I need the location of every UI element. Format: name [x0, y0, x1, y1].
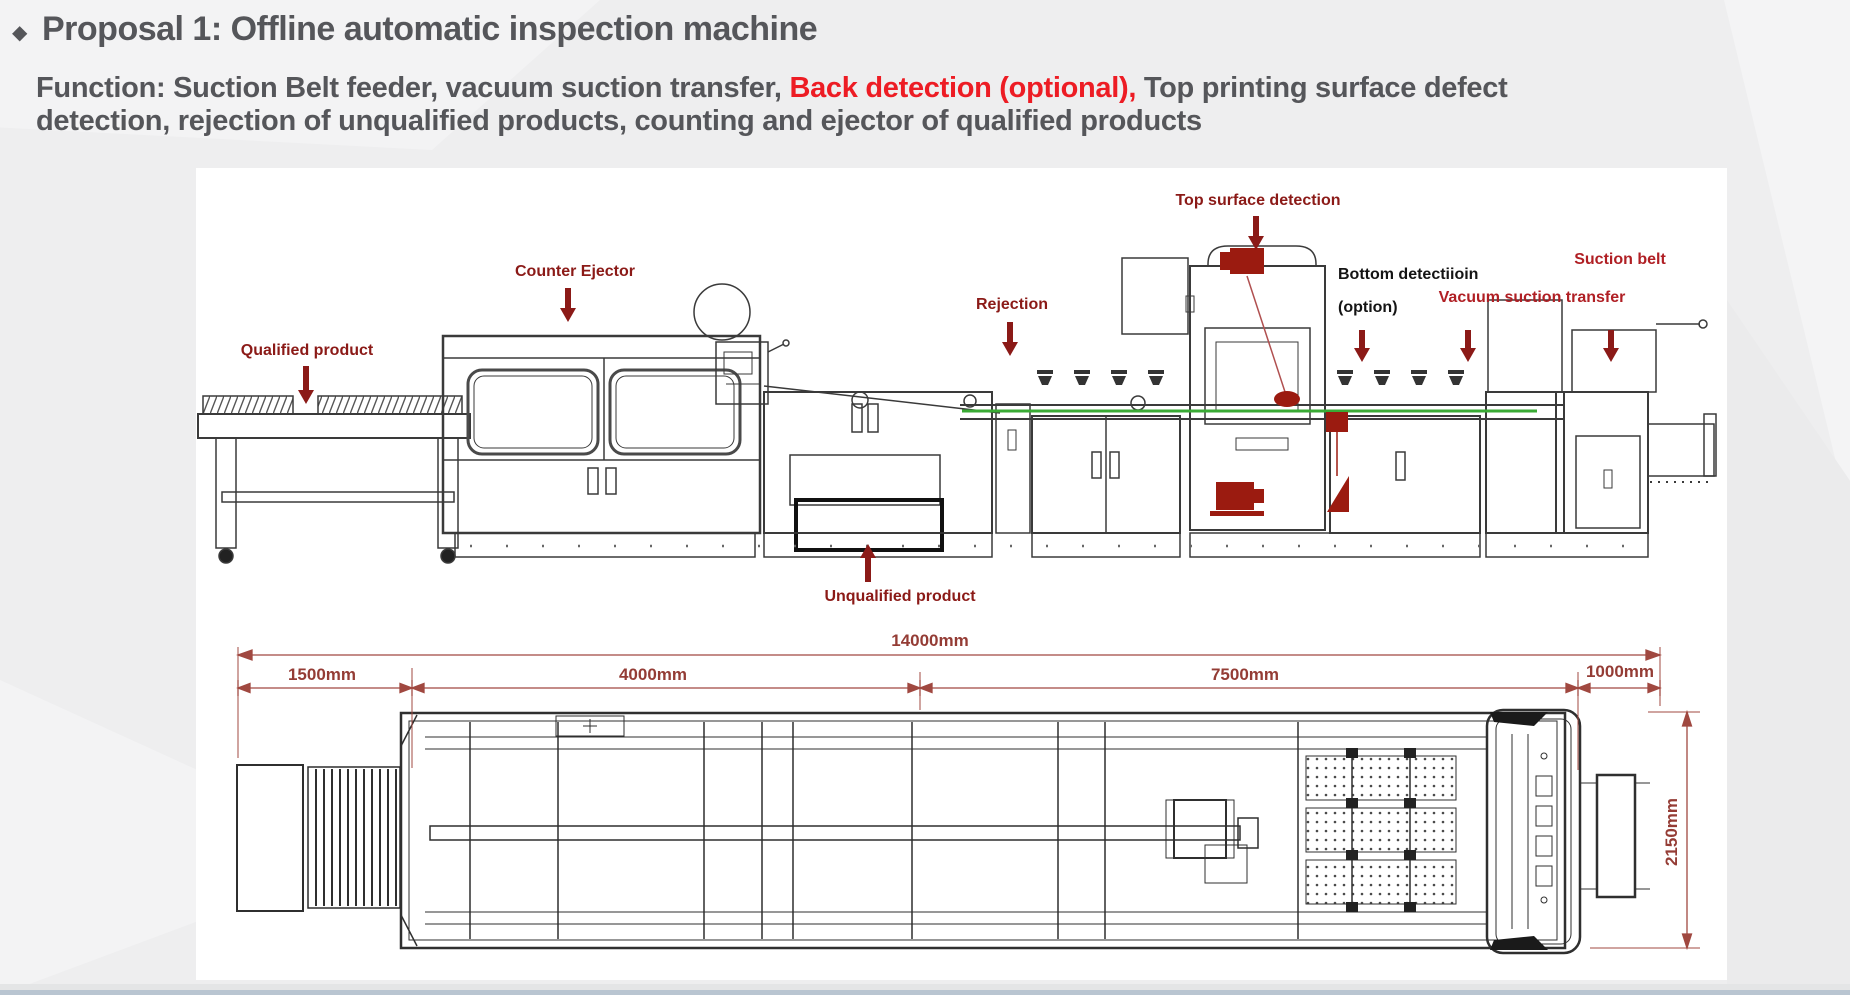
dimension-segment-1500: 1500mm: [287, 665, 357, 684]
plan-view: [236, 708, 1650, 955]
label-counter-ejector: Counter Ejector: [514, 263, 636, 280]
label-qualified-product: Qualified product: [240, 342, 374, 359]
function-rest: Top printing surface defect detection, r…: [36, 72, 1508, 137]
balloon-detail: [693, 283, 751, 341]
bullet-diamond-icon: ◆: [12, 22, 28, 44]
dimension-overall-width: 2150mm: [1662, 797, 1681, 867]
arrow-suction-belt: [1603, 330, 1619, 362]
plan-perforated-deck: [1305, 748, 1457, 912]
slide-bottom-bar: [0, 990, 1850, 995]
arrow-top-surface-detection: [1248, 216, 1264, 250]
vacuum-transfer-module: [1485, 299, 1565, 534]
label-vacuum-suction-transfer: Vacuum suction transfer: [1438, 289, 1626, 306]
label-bottom-detection: Bottom detectiioin: [1338, 266, 1479, 283]
counter-ejector-cabinet: [441, 283, 790, 535]
slide-bottom-divider: [0, 984, 1850, 990]
function-highlight-red: Back detection (optional),: [789, 72, 1137, 104]
side-view: [197, 216, 1717, 582]
label-suction-belt: Suction belt: [1574, 251, 1666, 268]
top-detection-tower: [1121, 245, 1326, 531]
width-dimension: [1590, 709, 1700, 951]
plan-main-frame: [399, 711, 1567, 950]
annotation-arrows: [298, 216, 1619, 582]
top-camera-icon: [1230, 248, 1264, 274]
function-description: Function: Suction Belt feeder, vacuum su…: [36, 72, 1548, 138]
arrow-qualified-product: [298, 366, 314, 404]
plan-outfeed-table: [236, 764, 304, 912]
function-prefix: Function: Suction Belt feeder, vacuum su…: [36, 72, 790, 104]
label-top-surface-detection: Top surface detection: [1175, 192, 1341, 209]
label-rejection: Rejection: [975, 296, 1049, 313]
wedge-detail: [1327, 476, 1349, 512]
arrow-vacuum-transfer: [1460, 330, 1476, 362]
dimension-segment-7500: 7500mm: [1210, 665, 1280, 684]
arrow-bottom-detection: [1354, 330, 1370, 362]
label-bottom-detection-option: (option): [1338, 299, 1398, 316]
camera-details: [1210, 248, 1349, 516]
dimension-total-length: 14000mm: [891, 631, 969, 650]
label-unqualified-product: Unqualified product: [824, 588, 976, 605]
suction-belt-feeder: [1555, 319, 1717, 534]
dimension-segment-1000: 1000mm: [1585, 662, 1655, 681]
dimension-lines: [236, 647, 1700, 951]
bottom-detection-module: [1329, 415, 1481, 534]
control-panel: [715, 341, 769, 405]
arrow-counter-ejector: [560, 288, 576, 322]
transfer-belt: [960, 370, 1565, 420]
arrow-unqualified-product: [860, 544, 876, 582]
bottom-camera-icon: [1216, 482, 1254, 510]
outfeed-conveyor: [197, 395, 471, 564]
mid-camera-icon: [1326, 412, 1348, 432]
machine-bases: [454, 532, 1649, 558]
plan-side-table: [1580, 773, 1650, 899]
page-title: Proposal 1: Offline automatic inspection…: [42, 10, 818, 48]
plan-roller-conveyor: [307, 766, 401, 909]
rejection-cabinet: [1031, 415, 1181, 534]
arrow-rejection: [1002, 322, 1018, 356]
machine-diagram-panel: [196, 168, 1727, 980]
dimension-segment-4000: 4000mm: [618, 665, 688, 684]
plan-center-arm: [429, 825, 1241, 841]
plan-end-cap: [1485, 708, 1582, 955]
